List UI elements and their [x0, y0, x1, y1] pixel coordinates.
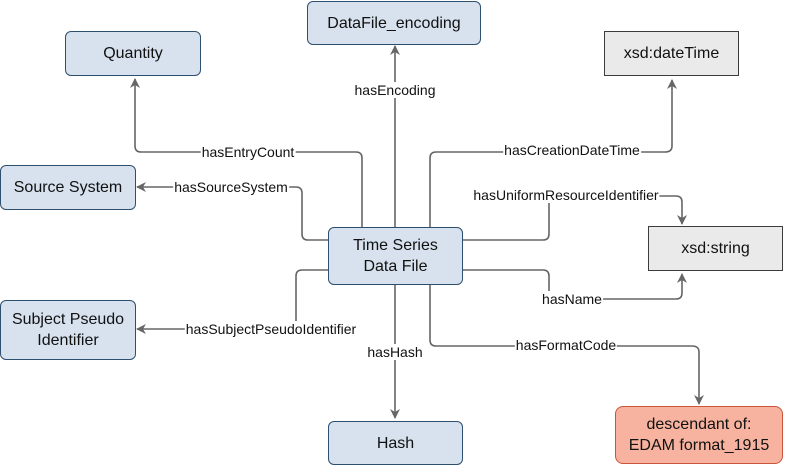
- label-has-subject-pseudo-identifier: hasSubjectPseudoIdentifier: [184, 321, 358, 337]
- label-has-creation-date-time: hasCreationDateTime: [503, 142, 641, 158]
- node-edam-format: descendant of: EDAM format_1915: [615, 406, 783, 464]
- label-has-format-code: hasFormatCode: [514, 337, 618, 353]
- label-has-encoding: hasEncoding: [353, 82, 437, 98]
- node-source-system: Source System: [0, 165, 136, 210]
- node-subject-pseudo-identifier: Subject Pseudo Identifier: [0, 300, 136, 360]
- edge-has-source-system: [136, 182, 329, 241]
- node-time-series-data-file: Time Series Data File: [328, 227, 463, 285]
- label-has-source-system: hasSourceSystem: [173, 179, 289, 195]
- node-quantity: Quantity: [65, 31, 201, 76]
- node-xsd-string: xsd:string: [648, 226, 783, 271]
- label-has-uniform-resource-identifier: hasUniformResourceIdentifier: [472, 187, 660, 203]
- label-has-hash: hasHash: [366, 344, 424, 360]
- label-has-name: hasName: [541, 291, 603, 307]
- node-xsd-datetime: xsd:dateTime: [604, 31, 739, 76]
- label-has-entry-count: hasEntryCount: [200, 144, 296, 160]
- node-hash: Hash: [328, 421, 463, 465]
- node-datafile-encoding: DataFile_encoding: [307, 1, 481, 45]
